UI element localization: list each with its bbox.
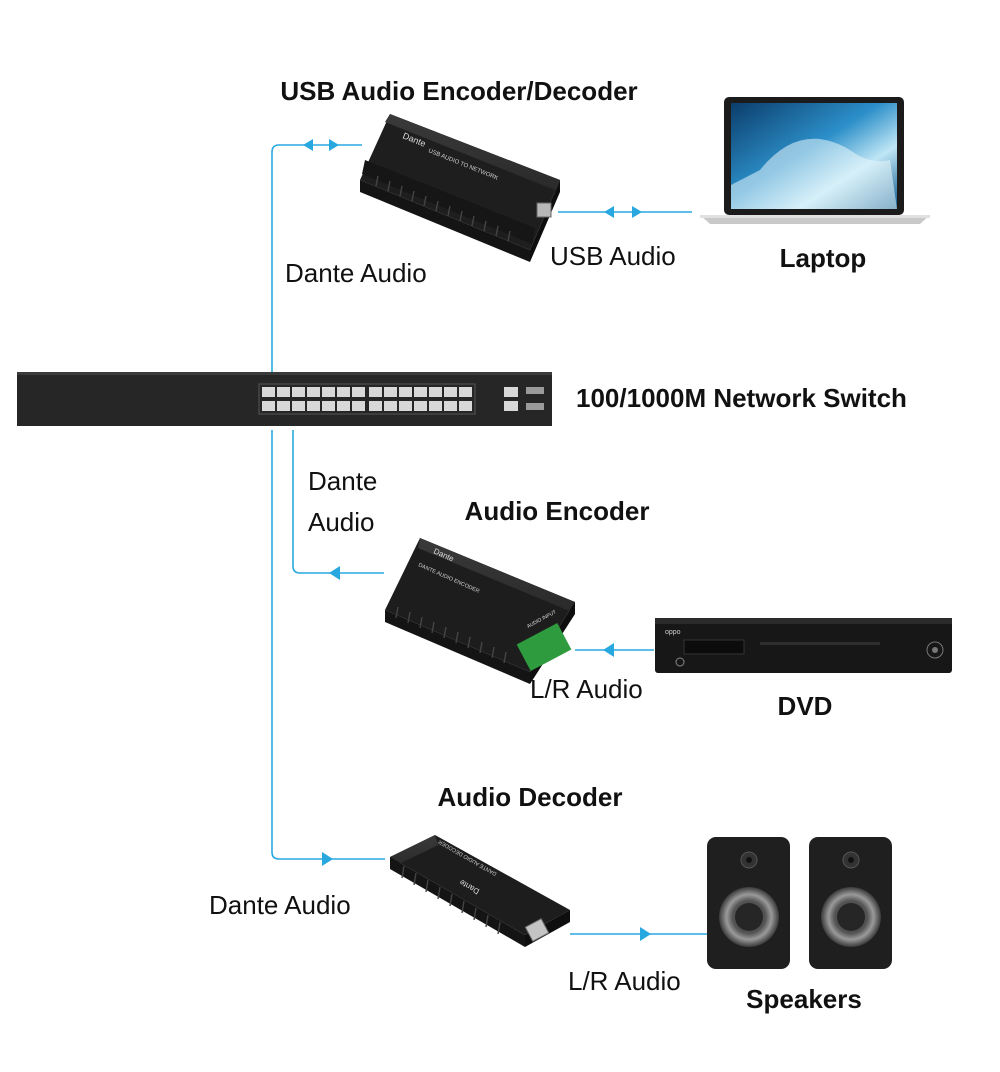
arrow-right-icon xyxy=(640,927,651,941)
vent-slots xyxy=(395,606,507,664)
green-terminal-block xyxy=(516,622,572,672)
laptop-device xyxy=(700,97,930,224)
vent-slots xyxy=(375,175,511,242)
dante-audio-label-mid-line2: Audio xyxy=(308,507,375,537)
arrow-right-icon xyxy=(322,852,333,866)
lr-audio-label-top: L/R Audio xyxy=(530,674,643,704)
arrow-right-icon xyxy=(329,139,339,151)
cable-switch-to-audio-decoder xyxy=(271,430,385,860)
audio-decoder-device: Dante DANTE AUDIO DECODER xyxy=(390,835,570,947)
dvd-player-device: oppo xyxy=(655,618,952,673)
arrow-left-icon xyxy=(603,643,614,657)
laptop-title: Laptop xyxy=(780,243,867,273)
usb-audio-label: USB Audio xyxy=(550,241,676,271)
usb-encoder-title: USB Audio Encoder/Decoder xyxy=(280,76,637,106)
oppo-brand-label: oppo xyxy=(665,629,681,636)
arrow-right-icon xyxy=(632,206,642,218)
speaker-left xyxy=(707,837,790,969)
vent-slots xyxy=(401,865,501,935)
network-switch-device xyxy=(17,372,552,426)
audio-encoder-device: Dante DANTE AUDIO ENCODER AUDIO INPUT xyxy=(385,538,575,684)
cables xyxy=(271,144,707,935)
arrow-left-icon xyxy=(329,566,340,580)
arrow-left-icon xyxy=(604,206,614,218)
speaker-right xyxy=(809,837,892,969)
lr-audio-label-bottom: L/R Audio xyxy=(568,966,681,996)
dante-audio-label-top: Dante Audio xyxy=(285,258,427,288)
switch-title: 100/1000M Network Switch xyxy=(576,383,907,413)
switch-ports xyxy=(262,387,544,411)
cable-arrows xyxy=(303,139,651,941)
power-button-icon xyxy=(675,657,685,667)
dante-audio-label-bottom: Dante Audio xyxy=(209,890,351,920)
audio-encoder-title: Audio Encoder xyxy=(465,496,650,526)
dante-audio-label-mid-line1: Dante xyxy=(308,466,377,496)
cable-switch-to-audio-encoder xyxy=(292,430,384,574)
speakers-device xyxy=(707,837,892,969)
usb-audio-encoder-device: Dante USB AUDIO TO NETWORK xyxy=(360,114,560,262)
dvd-title: DVD xyxy=(778,691,833,721)
speakers-title: Speakers xyxy=(746,984,862,1014)
cable-switch-to-usb-encoder xyxy=(271,144,362,372)
audio-decoder-title: Audio Decoder xyxy=(438,782,623,812)
arrow-left-icon xyxy=(303,139,313,151)
